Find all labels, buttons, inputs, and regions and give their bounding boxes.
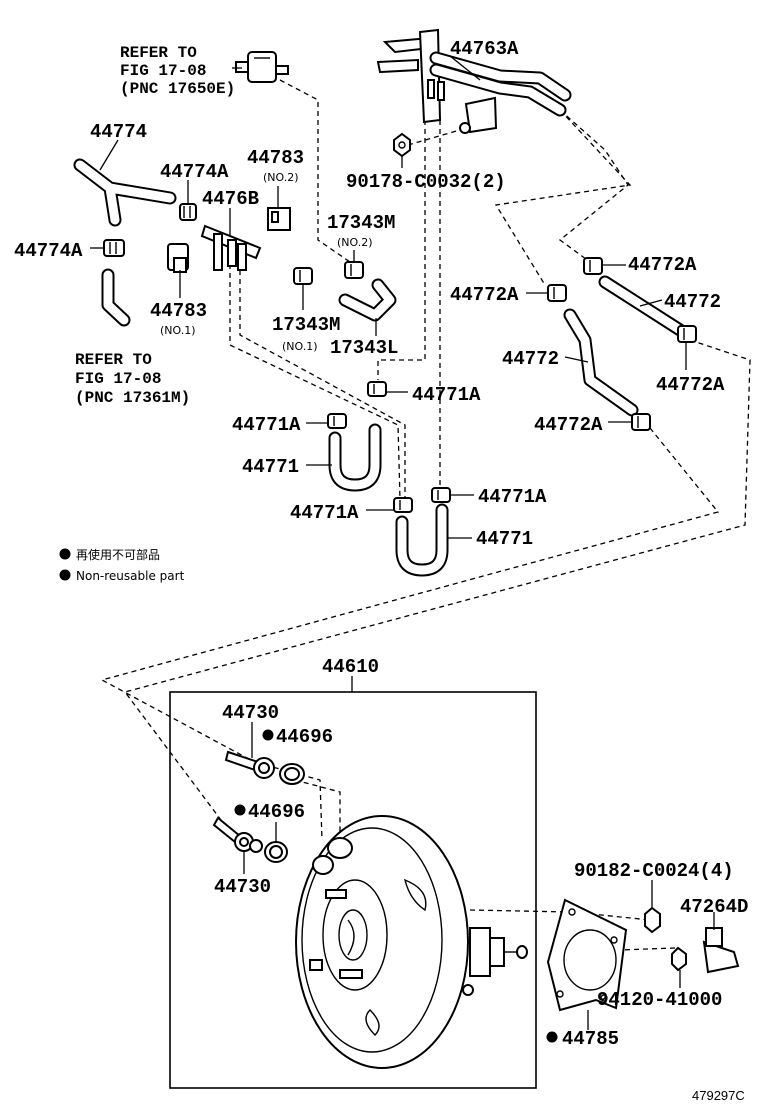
part-label: 44730 [222,702,279,724]
grommet-44696-top [279,763,305,785]
refer-label: (PNC 17650E) [120,80,235,98]
booster-assembly-frame [169,691,537,1089]
hose-17343L [338,278,397,322]
clip-44771A-4 [393,497,413,513]
clip-44774A-left [103,239,125,257]
legend-jp: 再使用不可部品 [76,547,160,562]
pipe-bracket-44763A [376,28,572,134]
part-label: 44771 [476,528,533,550]
nut-94120 [671,946,687,972]
clip-44772A-r2 [677,325,697,343]
part-label: 44783 [150,300,207,322]
vsv-valve [235,51,289,83]
part-sublabel: (NO.1) [282,340,318,353]
part-label: 44772A [534,414,603,436]
legend-en: Non-reusable part [76,569,185,583]
part-label: 44772A [656,374,725,396]
non-reusable-marker-icon [234,804,246,816]
clamp-44783-no1 [167,243,189,273]
check-valve-44730-top [224,750,275,779]
nut-90178 [393,132,411,158]
nut-90182 [644,906,661,934]
part-label: 17343M [327,212,395,234]
part-label: 47264D [680,896,748,918]
clamp-44783-no2 [267,207,291,231]
clip-17343M-no2 [344,261,364,279]
part-label: 44783 [247,147,304,169]
refer-label: REFER TO [120,44,197,62]
gasket-44785 [546,898,628,1012]
part-label: 44696 [248,801,305,823]
hose-44772-middle [563,308,639,417]
part-label: 44771A [232,414,301,436]
part-labels: REFER TO FIG 17-08 (PNC 17650E) 44763A 4… [14,38,748,1103]
part-label: 44774 [90,121,147,143]
clip-44771A-1 [367,381,387,397]
legend-marker-icon [59,569,71,581]
brake-booster-44610 [295,815,528,1069]
hose-44772-right [598,275,687,337]
part-label: 90178-C0032(2) [346,171,506,193]
clip-44772A-m2 [631,413,651,431]
part-label: 4476B [202,188,259,210]
check-valve-44730-bottom [212,816,263,853]
clip-17343M-no1 [293,267,313,285]
legend-marker-icon [59,548,71,560]
refer-label: FIG 17-08 [75,370,161,388]
part-label: 17343L [330,337,398,359]
u-hose-44771-upper [328,423,382,492]
part-label: 44772 [664,291,721,313]
refer-label: REFER TO [75,351,152,369]
part-label: 44730 [214,876,271,898]
hose-44774 [73,158,177,227]
clip-44771A-3 [431,487,451,503]
refer-label: (PNC 17361M) [75,389,190,407]
part-label: 44610 [322,656,379,678]
part-sublabel: (NO.2) [337,236,373,249]
part-label: 44696 [276,726,333,748]
part-label: 44785 [562,1028,619,1050]
non-reusable-marker-icon [546,1031,558,1043]
part-label: 44772 [502,348,559,370]
legend: 再使用不可部品 Non-reusable part [59,547,185,583]
hose-refer-17361M [101,268,131,327]
clip-44772A-m [547,284,567,302]
part-label: 44771A [478,486,547,508]
bracket-47264D [702,927,740,974]
figure-id: 479297C [692,1088,745,1103]
part-label: 44774A [160,161,229,183]
tee-union-4476B [200,224,262,271]
part-label: 44763A [450,38,519,60]
part-label: 44772A [450,284,519,306]
clip-44774A-top [179,203,197,221]
u-hose-44771-lower [395,503,449,577]
part-sublabel: (NO.1) [160,324,196,337]
part-label: 17343M [272,314,340,336]
refer-label: FIG 17-08 [120,62,206,80]
part-label: 44774A [14,240,83,262]
part-sublabel: (NO.2) [263,171,299,184]
non-reusable-marker-icon [262,729,274,741]
clip-44771A-2 [327,413,347,429]
part-label: 44771A [412,384,481,406]
clip-44772A-r1 [583,257,603,275]
part-label: 44771A [290,502,359,524]
part-label: 44772A [628,254,697,276]
dashed-connection-lines [100,79,751,951]
part-label: 90182-C0024(4) [574,860,734,882]
part-label: 94120-41000 [597,989,722,1011]
grommet-44696-bottom [264,841,288,863]
part-label: 44771 [242,456,299,478]
